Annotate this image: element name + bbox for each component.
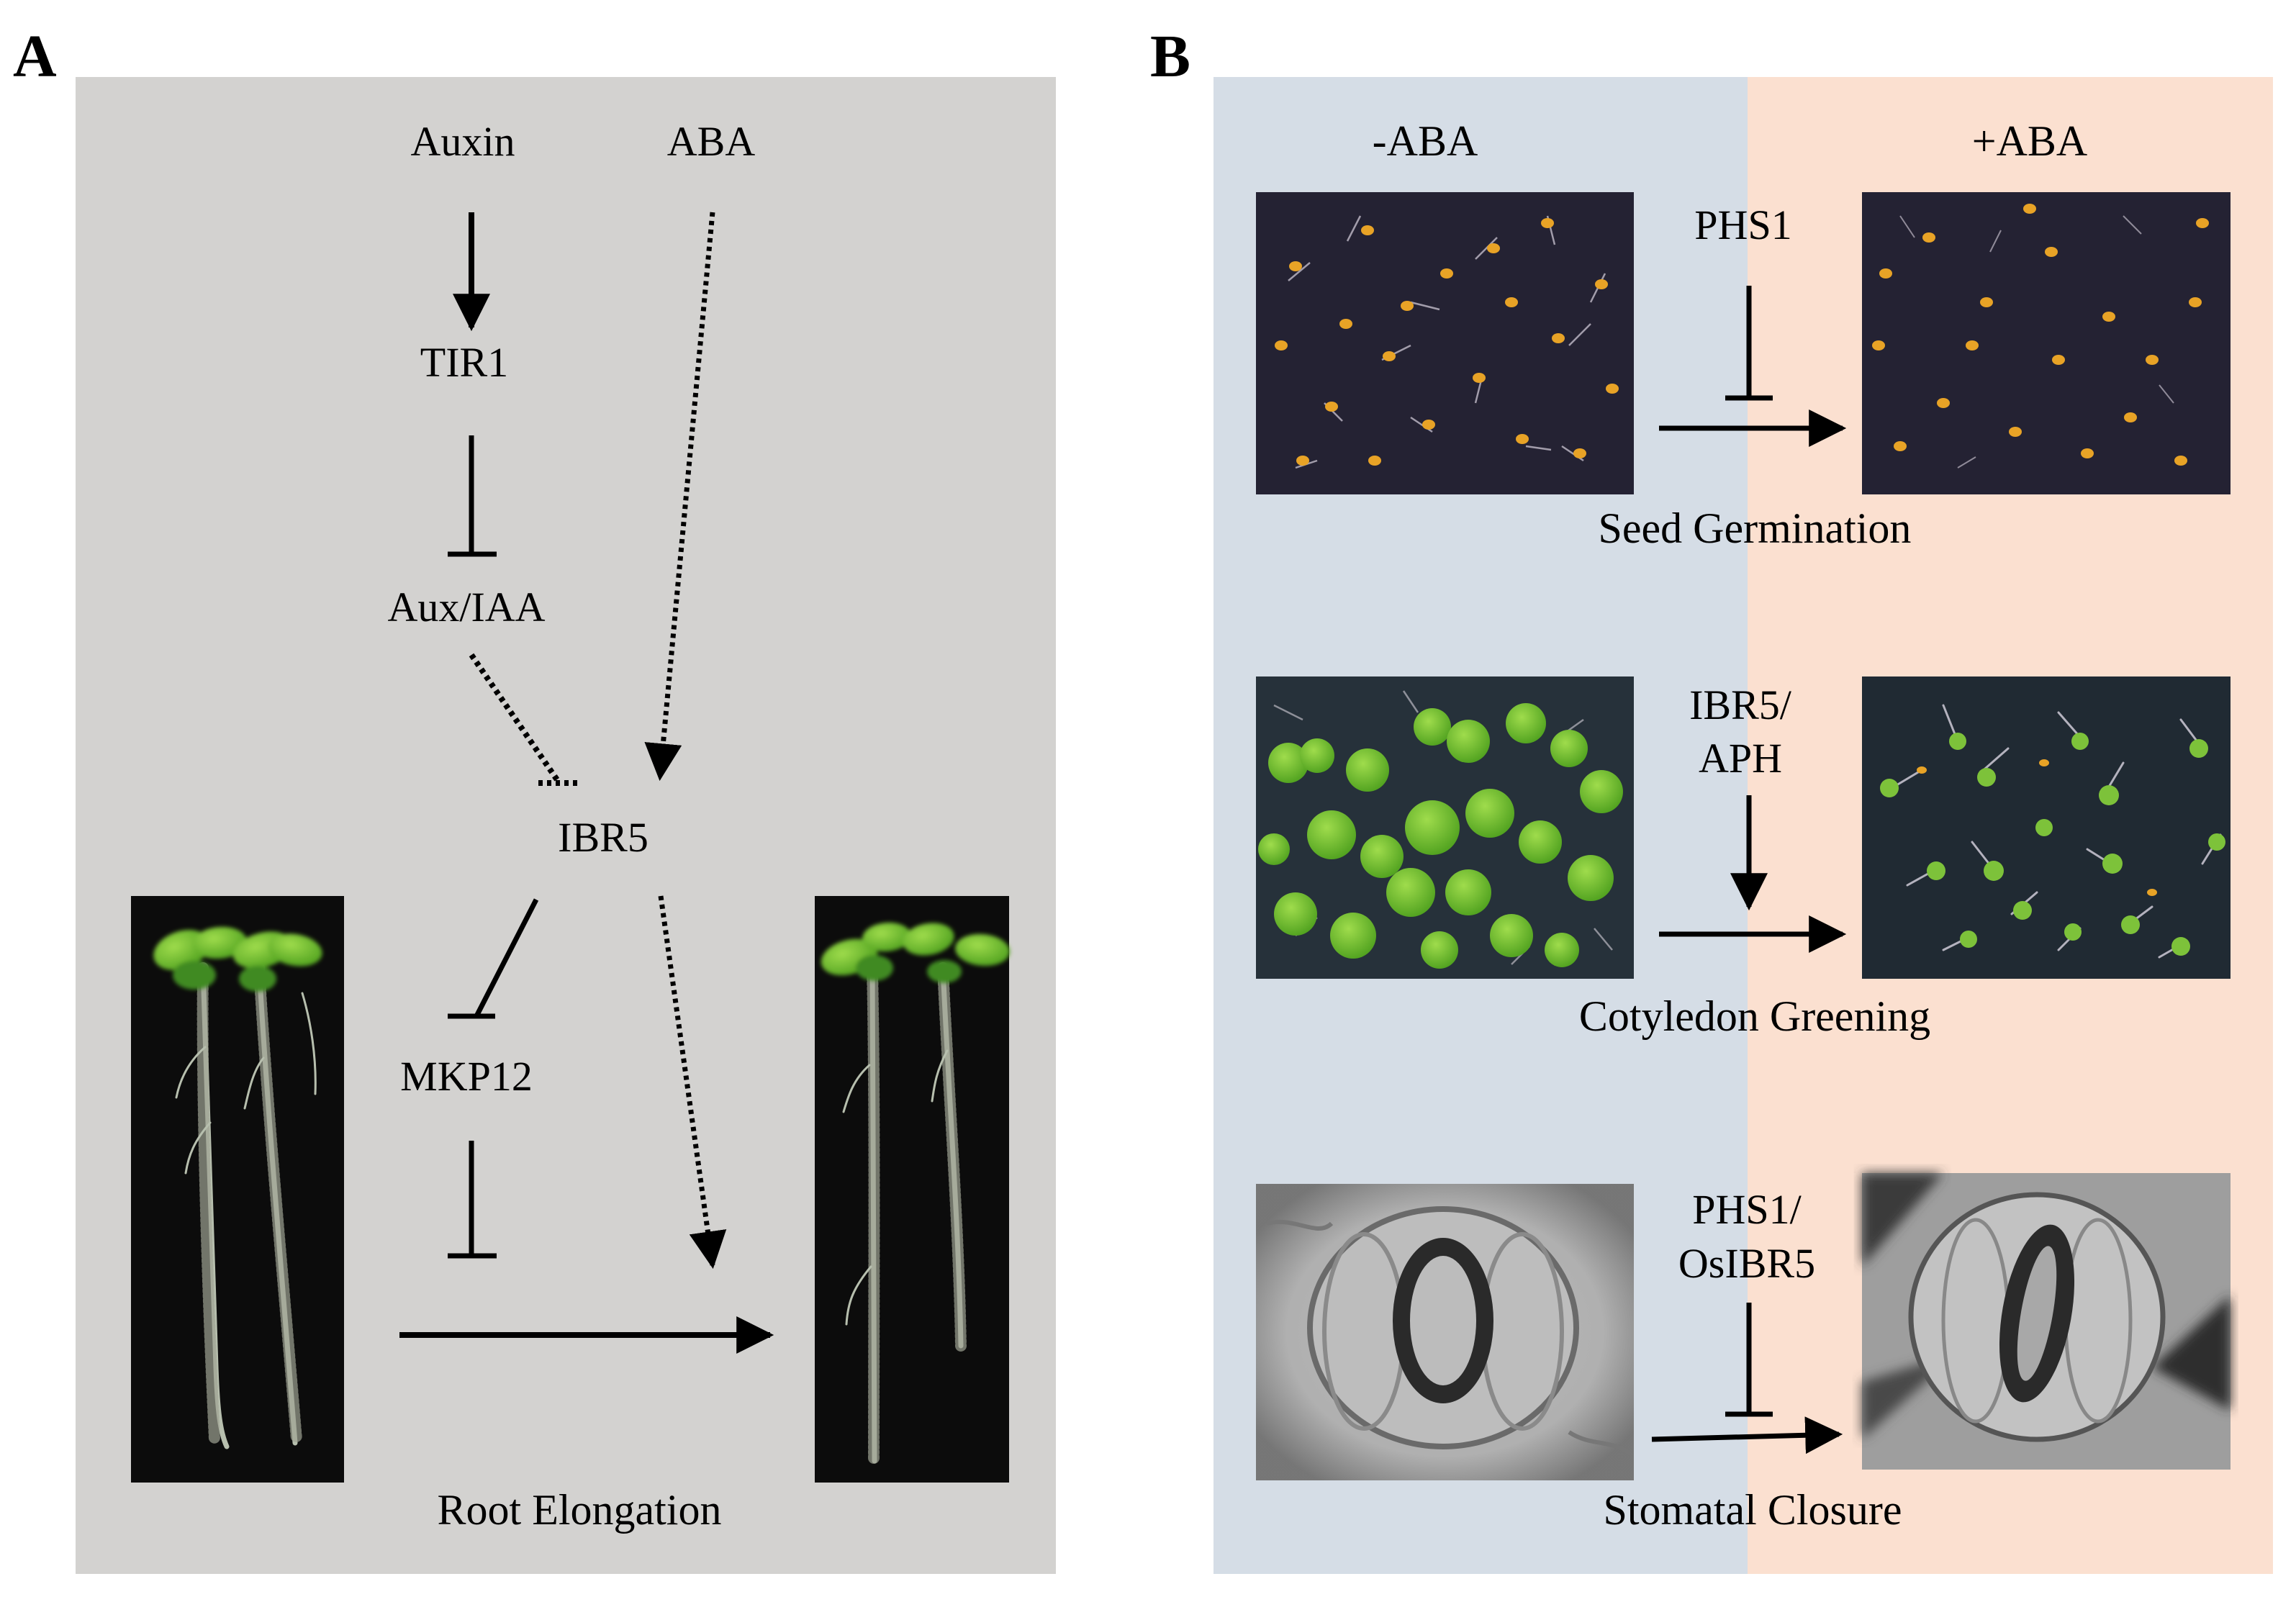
phs1-inhibits-germination	[1725, 286, 1773, 401]
cotyledon-photo-plus	[1862, 676, 2231, 979]
seedling-roots-photo-left	[131, 896, 344, 1483]
aba-label-a: ABA	[667, 118, 756, 165]
ibr5-to-root-dotted-arrow	[658, 895, 727, 1270]
seed-germination-row: PHS1 Seed Germination	[1256, 192, 2231, 552]
tir1-inhibits-auxiaa	[448, 435, 497, 557]
stomatal-closure-caption: Stomatal Closure	[1604, 1486, 1902, 1534]
tir1-label: TIR1	[420, 339, 508, 386]
seedling-roots-photo-right	[815, 896, 1010, 1483]
minus-aba-header: -ABA	[1373, 117, 1478, 165]
stomata-photo-minus	[1256, 1184, 1634, 1480]
root-elongation-caption: Root Elongation	[438, 1486, 722, 1534]
ibr5-aph-label-line1: IBR5/	[1689, 682, 1792, 728]
ibr5-label-a: IBR5	[558, 814, 648, 861]
plus-aba-header: +ABA	[1972, 117, 2088, 165]
seed-germination-photo-plus	[1862, 192, 2231, 494]
seed-germination-caption: Seed Germination	[1599, 504, 1912, 552]
phs1-osibr5-inhibits-closure	[1725, 1303, 1773, 1417]
phs1-osibr5-label-line1: PHS1/	[1692, 1186, 1802, 1233]
cotyledon-greening-caption: Cotyledon Greening	[1579, 992, 1930, 1040]
phs1-label: PHS1	[1694, 202, 1791, 248]
mkp12-label: MKP12	[400, 1053, 533, 1100]
seed-germination-photo-minus	[1256, 192, 1634, 494]
auxin-label: Auxin	[411, 118, 515, 165]
auxiaa-inhibits-ibr5-dotted	[469, 653, 580, 786]
ibr5-inhibits-mkp12	[448, 898, 539, 1019]
panel-a-letter: A	[13, 23, 57, 90]
phs1-osibr5-label-line2: OsIBR5	[1678, 1240, 1815, 1287]
cotyledon-photo-minus	[1256, 676, 1634, 979]
stomata-photo-plus	[1862, 1173, 2231, 1470]
closure-arrow	[1651, 1416, 1843, 1454]
ibr5-aph-label-line2: APH	[1699, 735, 1782, 782]
aux-iaa-label: Aux/IAA	[387, 584, 545, 630]
panel-b: B -ABA +ABA	[1150, 23, 2273, 1574]
mkp12-inhibits-root-elongation	[448, 1141, 497, 1259]
panel-a: A Auxin ABA TIR1 Aux/IAA IBR5 MKP12	[13, 23, 1056, 1574]
cotyledon-greening-row: IBR5/ APH Cotyledon Greening	[1256, 676, 2231, 1040]
stomatal-closure-row: PHS1/ OsIBR5 Stomatal Closure	[1256, 1173, 2231, 1534]
panel-b-letter: B	[1150, 23, 1190, 90]
